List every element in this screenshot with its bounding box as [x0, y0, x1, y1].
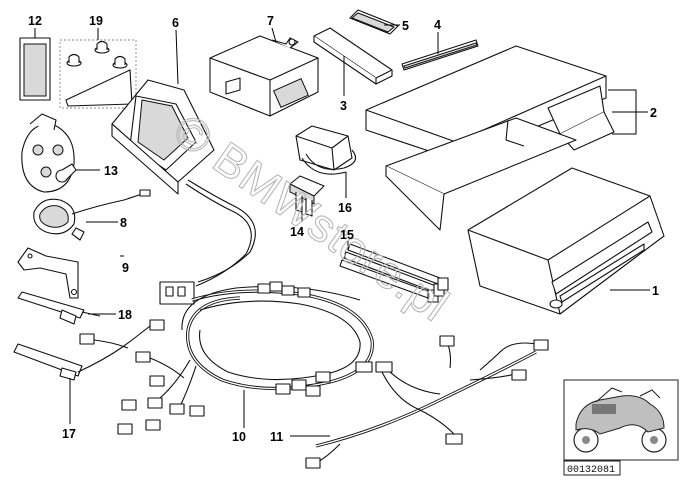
callout-6: 6: [172, 16, 179, 30]
motorcycle-thumbnail: [563, 379, 679, 461]
callout-4: 4: [434, 18, 441, 32]
callout-numbers: 12 19 6 7 5 4 3 2 13 16 8 14 15 9 1 18 1…: [28, 14, 659, 444]
part-16-relay: [295, 125, 357, 198]
part-19-grommets: [59, 28, 137, 109]
part-11-harness: [290, 335, 549, 469]
part-1-radio-unit: [467, 167, 665, 315]
part-14-fuse: [289, 175, 325, 222]
callout-2: 2: [650, 106, 657, 120]
part-8-antenna: [33, 189, 151, 241]
callout-12: 12: [28, 14, 42, 28]
part-3-foam-block: [313, 27, 393, 96]
callout-9: 9: [122, 261, 129, 275]
part-15-cable-ties: [339, 240, 449, 303]
part-18-strap: [17, 291, 116, 325]
callout-11: 11: [270, 430, 283, 444]
callout-10: 10: [232, 430, 246, 444]
callout-7: 7: [267, 14, 274, 28]
part-10-harness: [117, 281, 374, 435]
part-13-speaker: [21, 113, 100, 193]
callout-8: 8: [120, 216, 127, 230]
callout-14: 14: [290, 225, 304, 239]
part-4-long-strip: [401, 32, 479, 71]
part-6-display-unit: [111, 29, 256, 305]
callout-17: 17: [62, 427, 76, 441]
callout-15: 15: [340, 228, 354, 242]
callout-3: 3: [340, 99, 347, 113]
reference-number: 00132081: [567, 465, 615, 476]
part-9-bracket: [17, 247, 79, 299]
leader-lines: [120, 24, 400, 257]
reference-number-box: 00132081: [563, 460, 621, 476]
callout-16: 16: [338, 201, 352, 215]
part-5-foam-strip: [349, 9, 399, 35]
part-17-strap: [13, 319, 165, 424]
callout-13: 13: [104, 164, 118, 178]
callout-5: 5: [402, 19, 409, 33]
callout-1: 1: [652, 284, 659, 298]
part-12-card: [19, 28, 51, 101]
part-7-control-module: [209, 27, 319, 117]
callout-19: 19: [89, 14, 103, 28]
part-2-mounting-bracket: [365, 45, 648, 231]
callout-18: 18: [118, 308, 132, 322]
